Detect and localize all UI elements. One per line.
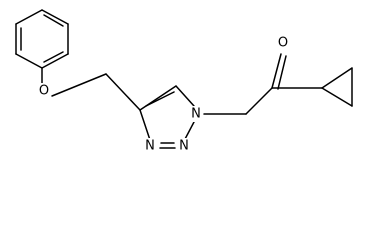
ch2-c4-bond — [105, 73, 141, 111]
label-background — [178, 138, 190, 154]
phenyl-bond — [41, 53, 69, 69]
n1-n2-bond — [183, 121, 195, 142]
phenyl-bond — [15, 9, 43, 25]
o-ch2-bond — [51, 73, 107, 97]
triazole-n1-label: N — [191, 107, 201, 122]
triazole-ring — [139, 85, 195, 149]
c5-n1-bond — [175, 85, 195, 107]
phenyl-bond — [15, 53, 43, 69]
c-o-line-2 — [277, 55, 287, 90]
label-background — [277, 35, 289, 51]
phenyl-bond — [41, 9, 69, 25]
c-o-line-1 — [271, 53, 282, 89]
phenyl-double-bond — [43, 14, 64, 27]
ch2-triazole-bond — [105, 73, 141, 111]
cyclopropyl-ring — [321, 67, 353, 107]
cyclopropyl-bond — [321, 87, 353, 107]
ch2-co-line — [245, 87, 273, 115]
triazole-n2-label: N — [179, 139, 189, 154]
n3-c4-bond — [139, 109, 151, 141]
phenyl-double-bond — [43, 51, 64, 63]
phenyl-ring — [15, 9, 69, 69]
ch2-carbonyl-bond — [245, 87, 273, 115]
ether-ch2-bond — [51, 73, 107, 97]
molecule-structure: O O N N N — [15, 9, 353, 154]
carbonyl-oxygen-label: O — [278, 36, 288, 51]
label-background — [190, 106, 202, 122]
ether-oxygen-label: O — [39, 84, 49, 99]
label-background — [144, 138, 156, 154]
triazole-n3-label: N — [145, 139, 155, 154]
atom-labels: O O N N N — [37, 35, 289, 154]
label-background — [37, 83, 49, 99]
carbonyl-double-bond — [271, 53, 287, 90]
cyclopropyl-bond — [321, 67, 353, 89]
c4-c5-double-bond — [145, 91, 175, 107]
